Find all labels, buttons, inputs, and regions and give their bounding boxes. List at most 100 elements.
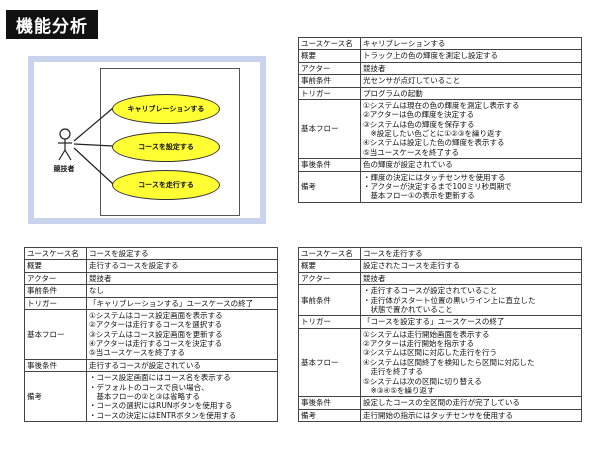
value-line: なし bbox=[89, 286, 104, 296]
value-line: トラック上の色の輝度を測定し設定する bbox=[363, 51, 498, 61]
table-row: ユースケース名コースを設定する bbox=[24, 246, 278, 261]
table-row: 概要トラック上の色の輝度を測定し設定する bbox=[298, 49, 582, 63]
row-label: 概要 bbox=[24, 259, 87, 273]
row-label: 事前条件 bbox=[24, 284, 87, 298]
table-row: 事後条件設定したコースの全区間の走行が完了している bbox=[298, 396, 582, 410]
value-line: 光センサが点灯していること bbox=[363, 76, 461, 86]
use-case-table-run-course: ユースケース名コースを走行する概要設定されたコースを走行するアクター競技者事前条… bbox=[298, 246, 582, 423]
system-boundary bbox=[100, 68, 240, 216]
table-row: トリガー「コースを設定する」ユースケースの終了 bbox=[298, 315, 582, 329]
value-line: 「キャリブレーションする」ユースケースの終了 bbox=[89, 298, 254, 308]
table-row: 概要走行するコースを設定する bbox=[24, 259, 278, 273]
row-label: 備考 bbox=[298, 408, 361, 423]
use-case-run-course: コースを走行する bbox=[112, 170, 220, 200]
value-line: ③システムはコース設定画面を更新する bbox=[89, 329, 223, 339]
row-label: 事後条件 bbox=[24, 358, 87, 373]
table-row: アクター競技者 bbox=[298, 61, 582, 76]
value-line: ・走行体がスタート位置の黒いライン上に直立した bbox=[363, 295, 536, 305]
value-line: ②アクターは走行するコースを選択する bbox=[89, 320, 223, 330]
value-line: ・コースの決定にはENTRボタンを使用する bbox=[89, 410, 237, 420]
value-line: ※③④⑤を繰り返す bbox=[363, 385, 435, 395]
value-line: ①システムは走行開始画面を表示する bbox=[363, 329, 490, 339]
row-value: 競技者 bbox=[86, 271, 278, 286]
row-value: なし bbox=[86, 284, 278, 298]
value-line: ②アクターは走行開始を指示する bbox=[363, 339, 475, 348]
value-line: 走行するコースを設定する bbox=[89, 261, 179, 271]
actor-label: 競技者 bbox=[53, 165, 75, 173]
table-row: 概要設定されたコースを走行する bbox=[298, 259, 582, 273]
value-line: ②アクターは色の輝度を決定する bbox=[363, 110, 475, 120]
value-line: ①システムはコース設定画面を表示する bbox=[89, 310, 223, 320]
value-line: 競技者 bbox=[363, 63, 386, 73]
value-line: ・デフォルトのコースで良い場合、 bbox=[89, 382, 209, 392]
value-line: 基本フロー①の表示を更新する bbox=[363, 191, 475, 201]
table-row: 事後条件色の輝度が設定されている bbox=[298, 158, 582, 172]
value-line: プログラムの起動 bbox=[363, 88, 423, 98]
row-label: アクター bbox=[24, 271, 87, 286]
value-line: ・コースの選択にはRUNボタンを使用する bbox=[89, 401, 233, 411]
row-label: 事前条件 bbox=[298, 284, 361, 317]
value-line: ③システムは色の輝度を保存する bbox=[363, 119, 475, 129]
association-line-run-course bbox=[73, 147, 114, 185]
table-row: トリガープログラムの起動 bbox=[298, 86, 582, 100]
row-label: トリガー bbox=[298, 86, 361, 100]
row-label: トリガー bbox=[298, 315, 361, 329]
value-line: 基本フローの②と③は省略する bbox=[89, 391, 200, 401]
actor-right-leg bbox=[64, 149, 72, 161]
value-line: 走行を終了する bbox=[363, 367, 423, 377]
row-label: 事後条件 bbox=[298, 158, 361, 172]
table-row: ユースケース名コースを走行する bbox=[298, 246, 582, 261]
row-label: 概要 bbox=[298, 259, 361, 273]
row-value: 「コースを設定する」ユースケースの終了 bbox=[360, 315, 582, 329]
use-case-table-calibrate: ユースケース名キャリブレーションする概要トラック上の色の輝度を測定し設定するアク… bbox=[298, 36, 582, 203]
row-label: アクター bbox=[298, 271, 361, 286]
value-line: ・コース設定画面にはコース名を表示する bbox=[89, 373, 231, 383]
value-line: 競技者 bbox=[363, 273, 386, 283]
value-line: 状態で置かれていること bbox=[363, 304, 453, 314]
row-label: 基本フロー bbox=[298, 98, 361, 160]
value-line: ⑤当ユースケースを終了する bbox=[89, 348, 185, 358]
value-line: ④アクターは走行するコースを決定する bbox=[89, 339, 223, 348]
table-row: 事後条件走行するコースが設定されている bbox=[24, 358, 278, 373]
row-value: 色の輝度が設定されている bbox=[360, 158, 582, 172]
row-label: ユースケース名 bbox=[298, 246, 361, 261]
value-line: 設定されたコースを走行する bbox=[363, 261, 461, 271]
row-value: プログラムの起動 bbox=[360, 86, 582, 100]
row-label: 基本フロー bbox=[298, 327, 361, 398]
row-label: 基本フロー bbox=[24, 308, 87, 360]
value-line: ・走行するコースが設定されていること bbox=[363, 286, 498, 296]
row-value: 「キャリブレーションする」ユースケースの終了 bbox=[86, 296, 278, 310]
table-row: トリガー「キャリブレーションする」ユースケースの終了 bbox=[24, 296, 278, 310]
value-line: ※設定したい色ごとに①②③を繰り返す bbox=[363, 129, 502, 138]
table-row: 事前条件なし bbox=[24, 284, 278, 298]
value-line: 色の輝度が設定されている bbox=[363, 160, 453, 170]
value-line: 走行するコースが設定されている bbox=[89, 360, 201, 370]
diagram-lines bbox=[58, 107, 114, 185]
row-value: 光センサが点灯していること bbox=[360, 74, 582, 88]
value-line: ⑤当ユースケースを終了する bbox=[363, 147, 459, 157]
association-line-calibrate bbox=[73, 107, 114, 142]
value-line: ④システムは設定した色の輝度を表示する bbox=[363, 138, 505, 148]
value-line: 設定したコースの全区間の走行が完了している bbox=[363, 398, 520, 408]
table-row: 備考・輝度の決定にはタッチセンサを使用する・アクターが決定するまで100ミリ秒周… bbox=[298, 170, 582, 203]
row-value: ・コース設定画面にはコース名を表示する・デフォルトのコースで良い場合、 基本フロ… bbox=[86, 371, 278, 422]
value-line: 競技者 bbox=[89, 273, 112, 283]
actor-head bbox=[59, 128, 71, 140]
actor-left-leg bbox=[58, 149, 66, 161]
row-value: トラック上の色の輝度を測定し設定する bbox=[360, 49, 582, 63]
value-line: キャリブレーションする bbox=[363, 39, 446, 48]
row-label: トリガー bbox=[24, 296, 87, 310]
row-value: 走行するコースを設定する bbox=[86, 259, 278, 273]
row-value: ・走行するコースが設定されていること・走行体がスタート位置の黒いライン上に直立し… bbox=[360, 284, 582, 317]
value-line: ・アクターが決定するまで100ミリ秒周期で bbox=[363, 181, 512, 191]
table-row: ユースケース名キャリブレーションする bbox=[298, 36, 582, 51]
row-label: ユースケース名 bbox=[298, 36, 361, 51]
row-label: 備考 bbox=[298, 170, 361, 203]
association-line-set-course bbox=[73, 143, 114, 147]
row-value: 設定したコースの全区間の走行が完了している bbox=[360, 396, 582, 410]
row-value: キャリブレーションする bbox=[360, 36, 582, 51]
